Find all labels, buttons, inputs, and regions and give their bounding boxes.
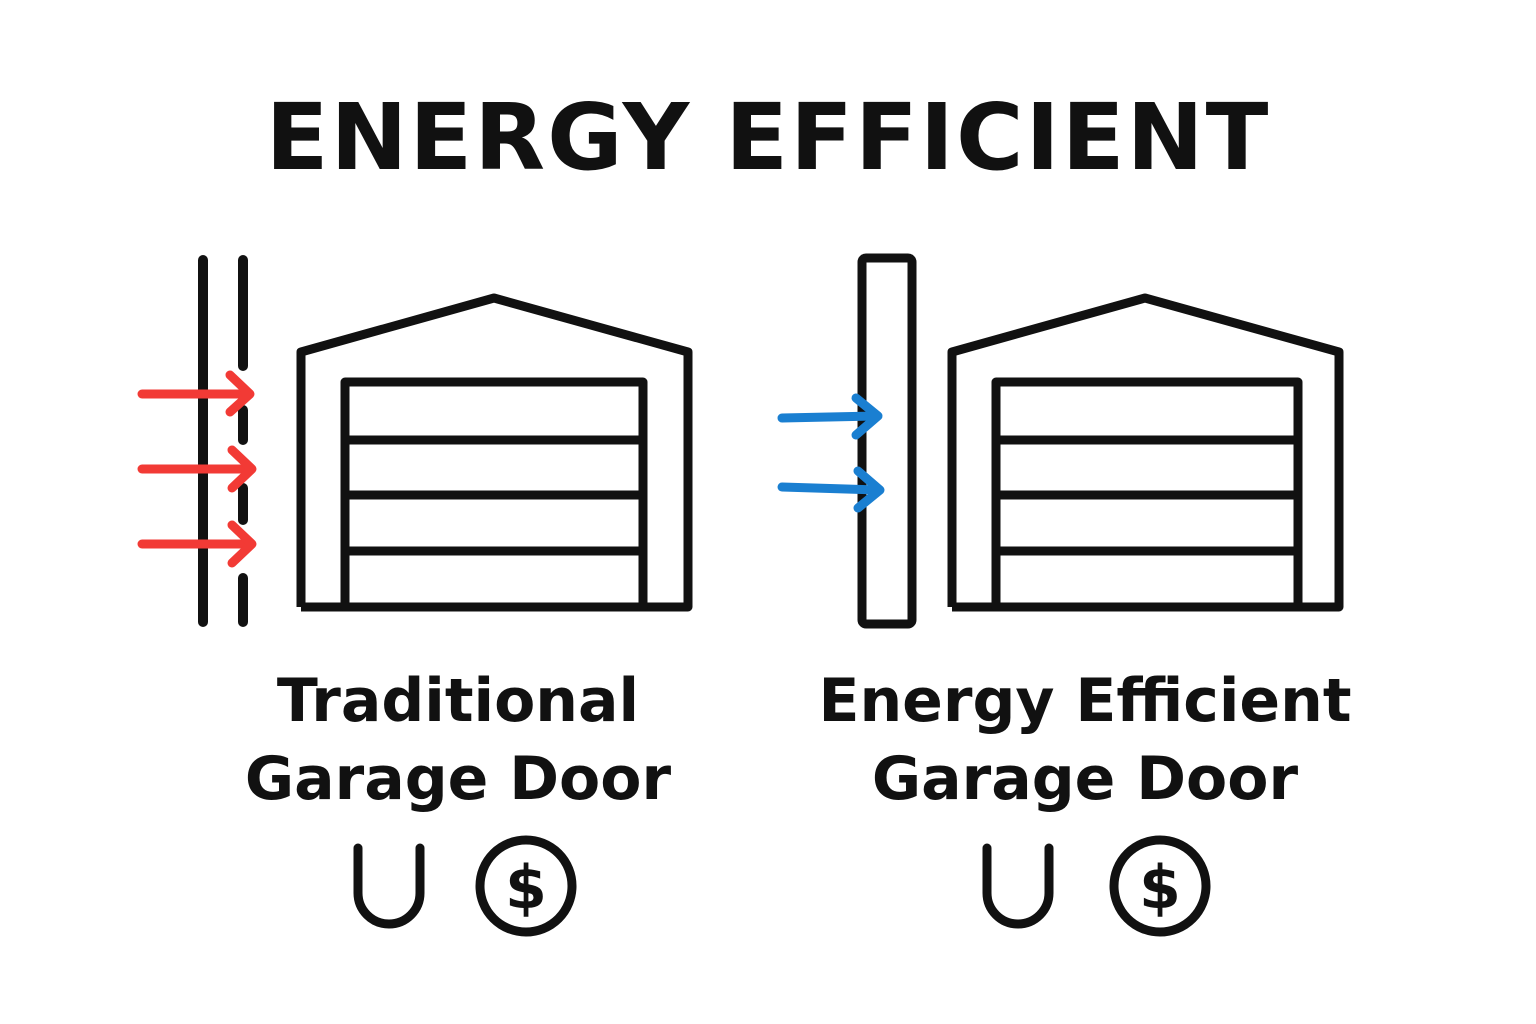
caption-line: Traditional: [276, 666, 640, 736]
traditional-caption: Traditional Garage Door: [198, 662, 718, 818]
garage-building-icon: [947, 293, 1344, 612]
dollar-circle-icon: $: [1109, 835, 1211, 937]
magnet-icon: [353, 843, 425, 929]
heat-arrow: [137, 445, 257, 493]
insulated-wall: [857, 253, 917, 629]
cold-arrow: [777, 393, 883, 440]
heat-arrow: [137, 370, 255, 417]
caption-line: Garage Door: [244, 744, 672, 814]
traditional-panel: $: [137, 255, 693, 937]
svg-text:$: $: [505, 853, 547, 923]
heat-arrows: [137, 370, 257, 568]
cold-arrow: [777, 466, 885, 513]
caption-line: Energy Efficient: [818, 666, 1352, 736]
efficient-panel: $: [777, 253, 1344, 937]
magnet-icon: [982, 843, 1054, 929]
dollar-circle-icon: $: [475, 835, 577, 937]
page-title: ENERGY EFFICIENT: [265, 84, 1271, 191]
efficient-caption: Energy Efficient Garage Door: [800, 662, 1370, 818]
leaky-wall: [198, 255, 248, 627]
cold-arrows: [777, 393, 885, 513]
caption-line: Garage Door: [871, 744, 1299, 814]
garage-building-icon: [296, 293, 693, 612]
heat-arrow: [137, 520, 257, 568]
svg-text:$: $: [1139, 853, 1181, 923]
